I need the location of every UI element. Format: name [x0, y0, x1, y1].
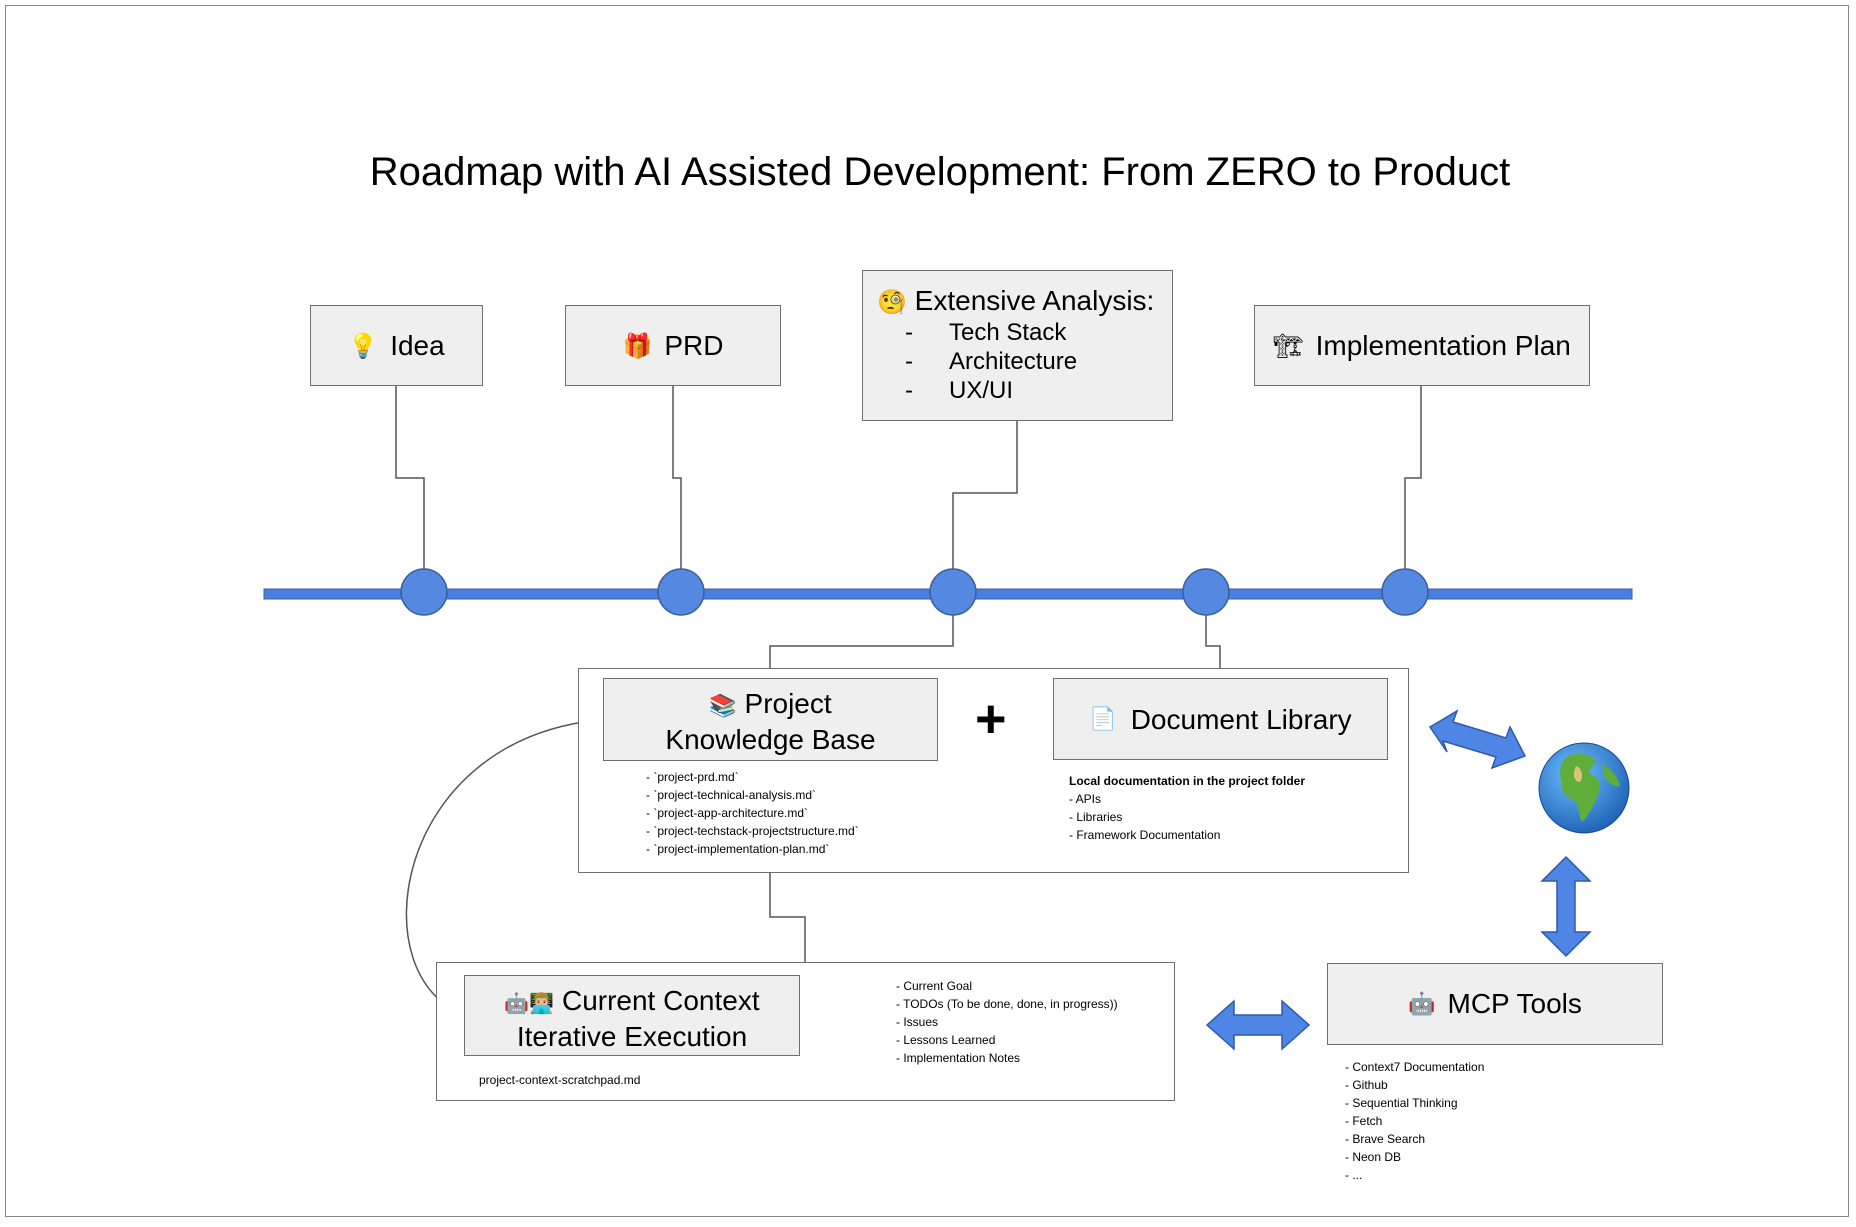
gift-icon: 🎁 — [622, 331, 653, 360]
list-item: - Context7 Documentation — [1345, 1060, 1485, 1074]
construction-crane-icon: 🏗 — [1273, 331, 1304, 360]
feedback-arrow — [405, 713, 602, 1016]
current-context-line1: Current Context — [561, 985, 760, 1016]
list-item: - `project-implementation-plan.md` — [646, 842, 830, 856]
milestone-idea: 💡 Idea — [310, 305, 483, 386]
connector-analysis — [952, 420, 1018, 590]
robot-icon: 🤖 — [1408, 991, 1436, 1017]
list-item: - TODOs (To be done, done, in progress)) — [896, 997, 1118, 1011]
milestone-analysis-title: Extensive Analysis: — [914, 285, 1155, 316]
list-item: - Implementation Notes — [896, 1051, 1021, 1065]
timeline-nodes — [400, 568, 1429, 616]
document-library-box: 📄 Document Library — [1053, 678, 1388, 760]
connector-plan — [1404, 385, 1422, 590]
timeline-node-library — [1182, 568, 1230, 616]
connector-idea — [395, 385, 425, 590]
document-icon: 📄 — [1089, 706, 1117, 732]
document-library-heading: Local documentation in the project folde… — [1069, 774, 1306, 788]
list-item: - Current Goal — [896, 979, 973, 993]
list-item: - Lessons Learned — [896, 1033, 996, 1047]
list-item: - Neon DB — [1345, 1150, 1402, 1164]
milestone-prd-label: PRD — [664, 329, 724, 361]
knowledge-base-line1: Project — [744, 688, 832, 719]
timeline-node-idea — [400, 568, 448, 616]
connector-prd — [672, 385, 682, 590]
current-context-items: - Current Goal - TODOs (To be done, done… — [896, 977, 1118, 1067]
connector-to-library — [1205, 592, 1221, 668]
analysis-item: -Tech Stack — [905, 319, 1067, 346]
list-item: - `project-techstack-projectstructure.md… — [646, 824, 859, 838]
document-library-label: Document Library — [1130, 703, 1352, 735]
milestone-analysis: 🧐 Extensive Analysis: -Tech Stack -Archi… — [862, 270, 1173, 421]
mcp-tools-list: - Context7 Documentation - Github - Sequ… — [1345, 1058, 1484, 1184]
robot-and-developer-icon: 🤖👨🏼‍💻 — [504, 991, 555, 1015]
list-item: - Sequential Thinking — [1345, 1096, 1458, 1110]
milestone-connectors — [395, 385, 1422, 962]
plus-sign: + — [975, 689, 1007, 749]
list-item: - Fetch — [1345, 1114, 1383, 1128]
lightbulb-icon: 💡 — [348, 331, 379, 360]
milestone-plan-label: Implementation Plan — [1315, 329, 1571, 361]
books-icon: 📚 — [709, 694, 737, 719]
list-item: - `project-technical-analysis.md` — [646, 788, 817, 802]
mcp-tools-box: 🤖 MCP Tools — [1327, 963, 1663, 1045]
knowledge-base-box: 📚 Project Knowledge Base — [603, 678, 938, 761]
mcp-tools-label: MCP Tools — [1447, 988, 1582, 1019]
document-library-details: Local documentation in the project folde… — [1069, 772, 1305, 844]
diagram-frame — [5, 5, 1849, 1217]
current-context-line2: Iterative Execution — [516, 1021, 748, 1052]
timeline-node-prd — [657, 568, 705, 616]
milestone-implementation-plan: 🏗 Implementation Plan — [1254, 305, 1590, 386]
globe-icon — [1538, 742, 1630, 834]
double-arrow-icon — [1205, 999, 1311, 1051]
scratchpad-file: project-context-scratchpad.md — [479, 1073, 641, 1087]
list-item: - Github — [1345, 1078, 1388, 1092]
analysis-item: -Architecture — [905, 348, 1078, 375]
current-context-box: 🤖👨🏼‍💻 Current Context Iterative Executio… — [464, 975, 800, 1056]
connector-kb-to-context — [769, 872, 806, 962]
page-title: Roadmap with AI Assisted Development: Fr… — [369, 150, 1511, 194]
list-item: - Framework Documentation — [1069, 828, 1221, 842]
list-item: - Libraries — [1069, 810, 1123, 824]
list-item: - `project-prd.md` — [646, 770, 739, 784]
milestone-idea-label: Idea — [390, 329, 445, 361]
timeline-node-analysis — [929, 568, 977, 616]
double-arrow-icon — [1428, 709, 1527, 770]
knowledge-base-files: - `project-prd.md` - `project-technical-… — [646, 768, 859, 858]
double-arrow-icon — [1540, 855, 1592, 958]
timeline-node-plan — [1381, 568, 1429, 616]
list-item: - `project-app-architecture.md` — [646, 806, 809, 820]
connector-to-knowledge — [769, 590, 954, 668]
list-item: - Brave Search — [1345, 1132, 1426, 1146]
knowledge-base-line2: Knowledge Base — [665, 724, 876, 755]
list-item: - APIs — [1069, 792, 1102, 806]
monocle-face-icon: 🧐 — [877, 288, 907, 316]
milestone-prd: 🎁 PRD — [565, 305, 781, 386]
list-item: - Issues — [896, 1015, 939, 1029]
analysis-item: -UX/UI — [905, 377, 1014, 404]
list-item: - ... — [1345, 1168, 1363, 1182]
